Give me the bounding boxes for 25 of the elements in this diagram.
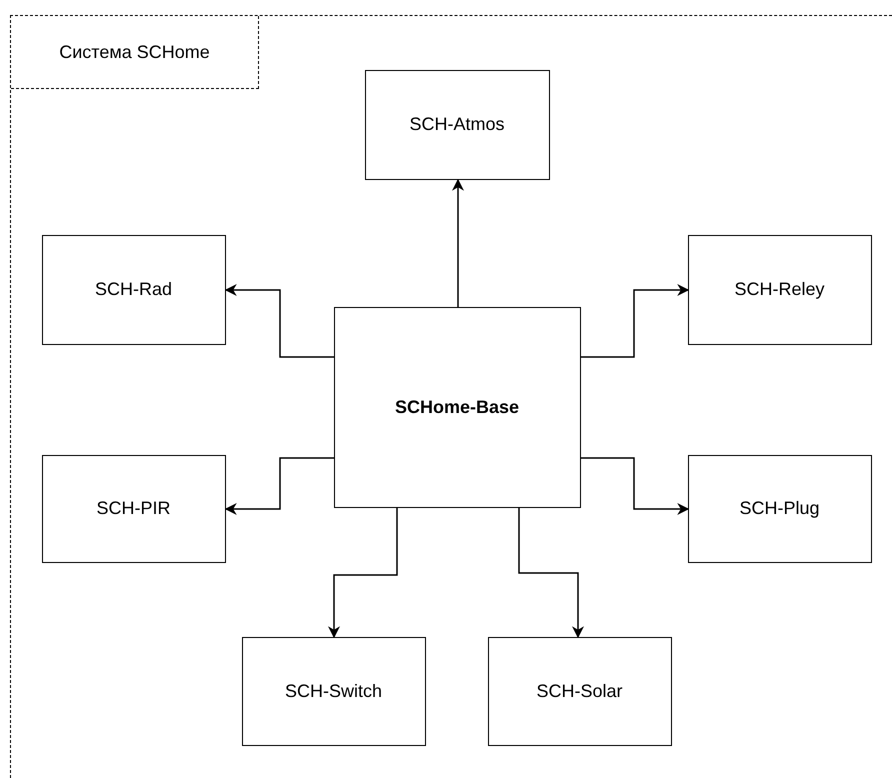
node-label: SCH-Atmos xyxy=(409,114,504,135)
arrow xyxy=(581,284,690,358)
node-label: SCH-Plug xyxy=(739,498,820,519)
node-label: SCH-Solar xyxy=(536,680,623,702)
device-box xyxy=(242,636,426,746)
device-box xyxy=(364,70,550,180)
system-boundary xyxy=(10,15,892,778)
arrow xyxy=(224,457,334,515)
device-box xyxy=(488,636,672,746)
device-box xyxy=(688,234,872,344)
node-label: SCH-Rad xyxy=(94,279,172,300)
node-label: SCH-Reley xyxy=(734,279,825,300)
node-label: SCHome-Base xyxy=(394,396,520,418)
node-label: SCH-PIR xyxy=(96,498,170,519)
arrow xyxy=(581,457,690,515)
system-title: Система SCHome xyxy=(59,42,210,62)
node-label: SCH-Switch xyxy=(284,680,382,702)
device-box xyxy=(42,454,226,562)
arrow xyxy=(224,284,334,358)
hub-box xyxy=(334,306,580,508)
device-box xyxy=(42,234,226,344)
arrow xyxy=(452,178,464,307)
device-box xyxy=(688,454,872,562)
arrow xyxy=(328,508,398,638)
arrow xyxy=(518,508,584,638)
